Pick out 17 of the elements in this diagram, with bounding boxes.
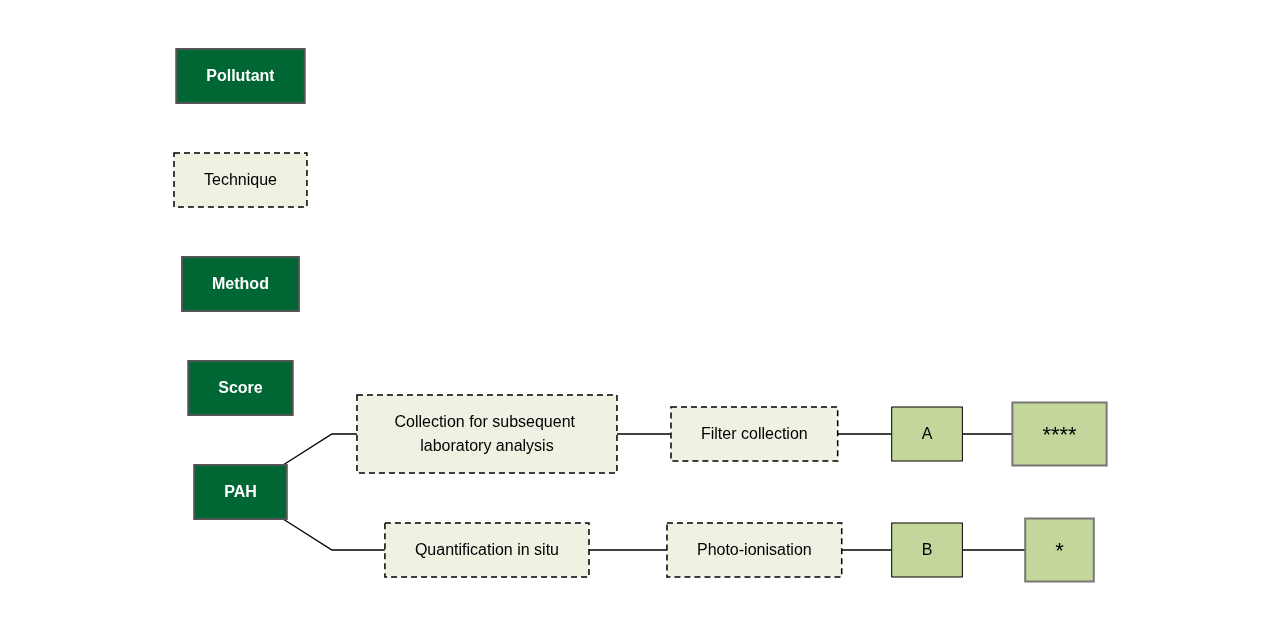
node-box: Quantification in situ xyxy=(384,522,590,578)
node-box: **** xyxy=(1011,401,1108,467)
node-box: * xyxy=(1024,517,1095,583)
connector xyxy=(841,549,893,551)
node-box: Collection for subsequent laboratory analysis xyxy=(356,394,618,474)
node-box: Pollutant xyxy=(175,48,306,105)
node-box: Method xyxy=(181,256,301,313)
node-box: PAH xyxy=(193,464,288,521)
node-box: Score xyxy=(187,360,294,417)
node-box: Filter collection xyxy=(670,406,839,462)
connector xyxy=(282,518,386,551)
node-box: Technique xyxy=(173,152,308,208)
node-box: B xyxy=(891,522,964,578)
connector xyxy=(282,433,358,466)
node-box: Photo-ionisation xyxy=(666,522,843,578)
connector xyxy=(837,433,893,435)
node-box: A xyxy=(891,406,964,462)
